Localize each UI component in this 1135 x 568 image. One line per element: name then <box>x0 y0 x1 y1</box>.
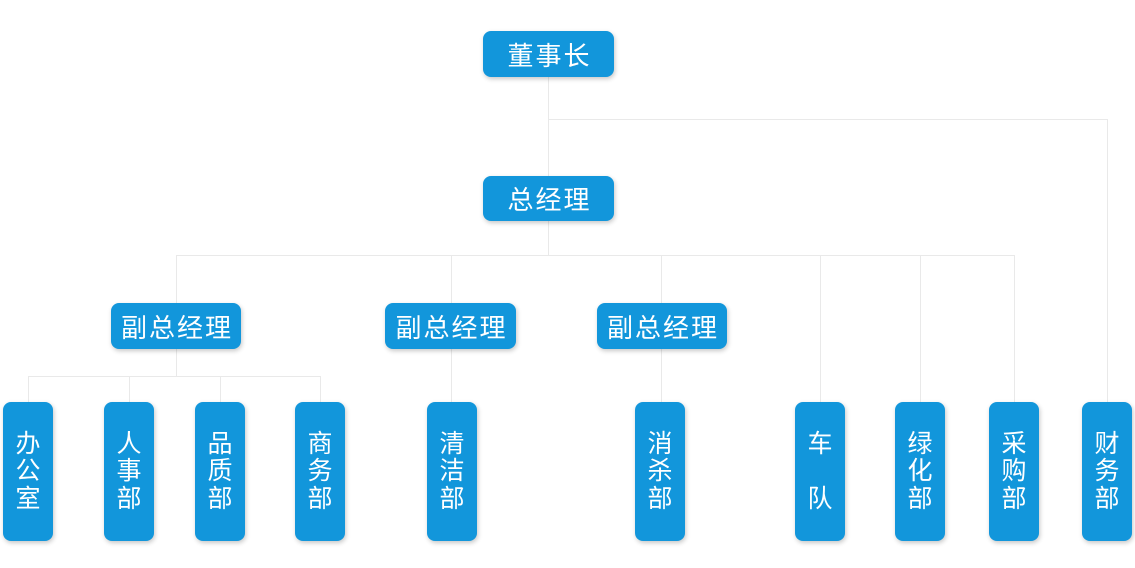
node-dept-office: 办公室 <box>3 402 53 541</box>
node-dept-business: 商务部 <box>295 402 345 541</box>
dept-label: 清洁部 <box>439 429 465 513</box>
dept-label: 办公室 <box>15 429 41 513</box>
dept-label: 采购部 <box>1001 429 1027 513</box>
connector-deputy1-rail <box>28 376 320 377</box>
node-chairman: 董事长 <box>483 31 614 77</box>
connector-gm-rail <box>176 255 1014 256</box>
dept-label: 商务部 <box>307 429 333 513</box>
connector-chairman-gm <box>548 76 549 177</box>
node-dept-greening: 绿化部 <box>895 402 945 541</box>
connector-drop-business <box>320 376 321 402</box>
node-dept-hr: 人事部 <box>104 402 154 541</box>
connector-drop-purchasing <box>1014 255 1015 402</box>
connector-drop-quality <box>220 376 221 402</box>
node-dept-purchasing: 采购部 <box>989 402 1039 541</box>
connector-drop-fleet <box>820 255 821 402</box>
connector-drop-office <box>28 376 29 402</box>
node-deputy-gm-3: 副总经理 <box>597 303 727 349</box>
node-deputy-gm-1: 副总经理 <box>111 303 241 349</box>
node-dept-finance: 财务部 <box>1082 402 1132 541</box>
connector-deputy1-stub <box>176 349 177 376</box>
dept-label: 人事部 <box>116 429 142 513</box>
dept-label: 消杀部 <box>647 429 673 513</box>
node-deputy-gm-2: 副总经理 <box>385 303 516 349</box>
node-dept-fleet: 车队 <box>795 402 845 541</box>
dept-label: 财务部 <box>1094 429 1120 513</box>
connector-gm-stub <box>548 221 549 255</box>
node-general-manager: 总经理 <box>483 176 614 221</box>
dept-label: 品质部 <box>207 429 233 513</box>
dept-label: 绿化部 <box>907 429 933 513</box>
node-dept-cleaning: 清洁部 <box>427 402 477 541</box>
node-dept-disinfection: 消杀部 <box>635 402 685 541</box>
connector-drop-deputy-1 <box>176 255 177 303</box>
connector-drop-hr <box>129 376 130 402</box>
connector-chairman-rail <box>548 119 1108 120</box>
connector-drop-greening <box>920 255 921 402</box>
connector-drop-finance <box>1107 119 1108 402</box>
node-dept-quality: 品质部 <box>195 402 245 541</box>
dept-label: 车队 <box>807 429 833 513</box>
